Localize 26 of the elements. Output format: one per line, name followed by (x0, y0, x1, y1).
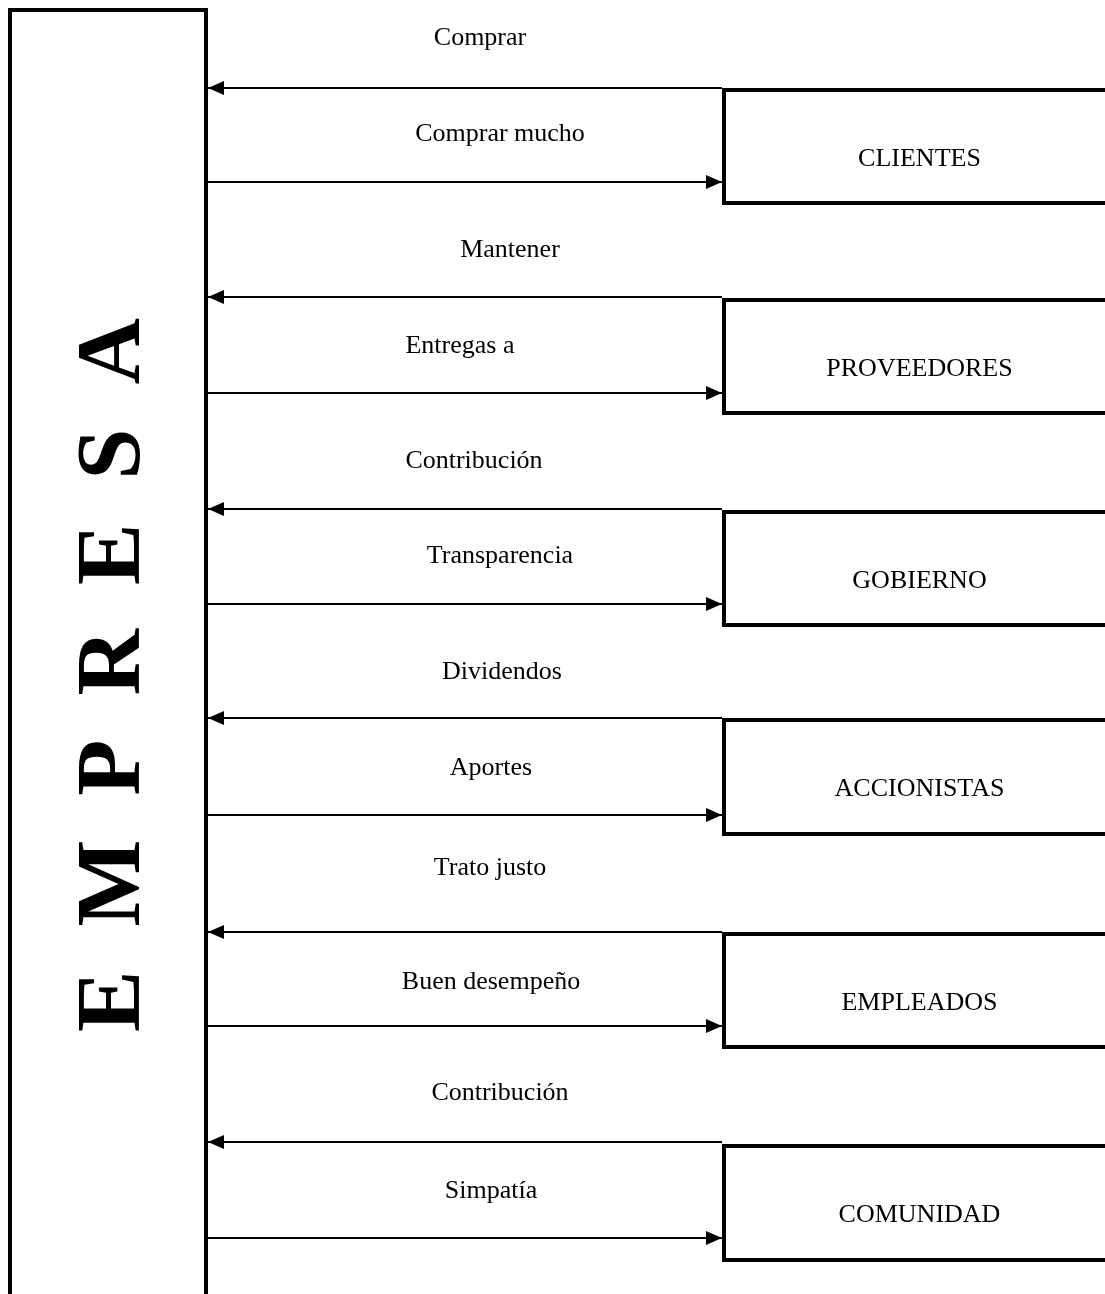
arrow (207, 1135, 723, 1149)
stakeholder-box (722, 510, 1105, 627)
stakeholder-box (722, 298, 1105, 415)
box-label: COMUNIDAD (838, 1199, 1001, 1229)
arrow (207, 386, 723, 400)
arrow (207, 597, 723, 611)
arrow (207, 808, 723, 822)
arrow (207, 502, 723, 516)
arrow (207, 925, 723, 939)
vertical-title: EMPRESA (56, 274, 160, 1034)
stakeholder-box (722, 88, 1105, 205)
arrow (207, 1019, 723, 1033)
arrow (207, 1231, 723, 1245)
stakeholder-box (722, 1144, 1105, 1262)
stakeholder-box (722, 718, 1105, 836)
arrow (207, 175, 723, 189)
box-label: CLIENTES (858, 142, 981, 173)
box-label: EMPLEADOS (841, 986, 998, 1017)
arrow (207, 711, 723, 725)
arrow (207, 81, 723, 95)
organization-bar (8, 8, 208, 1294)
box-label: GOBIERNO (852, 564, 987, 595)
box-label: ACCIONISTAS (834, 773, 1005, 803)
stakeholder-box (722, 932, 1105, 1049)
box-label: PROVEEDORES (826, 352, 1013, 383)
arrow (207, 290, 723, 304)
